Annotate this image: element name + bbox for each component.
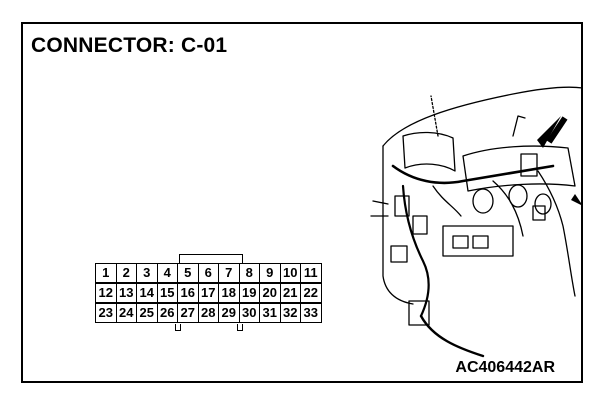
harness-branch-2 (492, 180, 524, 237)
connector-top-tab (179, 254, 243, 263)
connector-pin: 11 (300, 263, 322, 283)
connector-c01-location (520, 153, 538, 177)
wiring-harness-illustration (370, 86, 583, 358)
harness-main (391, 164, 555, 185)
connector-pin: 8 (238, 263, 260, 283)
connector-pin: 30 (238, 303, 260, 323)
connector-pin: 5 (177, 263, 199, 283)
connector-pin: 4 (156, 263, 178, 283)
gauge-left (472, 188, 494, 214)
connector-pin: 10 (279, 263, 301, 283)
connector-pin: 1 (95, 263, 117, 283)
connector-pin: 9 (259, 263, 281, 283)
connector-pin: 32 (279, 303, 301, 323)
connector-pin: 31 (259, 303, 281, 323)
dash-vent (402, 131, 456, 172)
harness-branch-1 (432, 185, 462, 217)
arrow-icon (537, 116, 561, 148)
connector-pin: 27 (177, 303, 199, 323)
arrow-shaft (546, 116, 568, 144)
connector-pin: 2 (115, 263, 137, 283)
connector-bottom-tab-right (237, 324, 243, 331)
connector-bottom-tab-left (175, 324, 181, 331)
dash-panel (462, 145, 576, 192)
connector-pin: 3 (136, 263, 158, 283)
connector-pin: 16 (177, 283, 199, 303)
connector-block-5 (532, 205, 546, 221)
connector-pin: 19 (238, 283, 260, 303)
figure-code: AC406442AR (455, 359, 555, 376)
connector-pin: 13 (115, 283, 137, 303)
connector-pin: 21 (279, 283, 301, 303)
lower-panel (442, 225, 514, 257)
dash-outline-top (382, 86, 583, 147)
connector-title: CONNECTOR: C-01 (31, 34, 228, 57)
connector-pin: 15 (156, 283, 178, 303)
connector-pin: 23 (95, 303, 117, 323)
connector-pin: 26 (156, 303, 178, 323)
harness-wire-top (430, 95, 439, 137)
connector-pin: 33 (300, 303, 322, 323)
harness-floor (419, 314, 485, 358)
connector-block-4 (408, 300, 430, 326)
gauge-mid (508, 184, 528, 208)
connector-pin: 22 (300, 283, 322, 303)
harness-antenna (512, 115, 526, 137)
connector-pin: 17 (197, 283, 219, 303)
connector-pin: 14 (136, 283, 158, 303)
connector-pin: 25 (136, 303, 158, 323)
connector-pin: 29 (218, 303, 240, 323)
connector-pin: 20 (259, 283, 281, 303)
connector-pin: 24 (115, 303, 137, 323)
connector-pin: 28 (197, 303, 219, 323)
dash-outline-left (382, 145, 414, 305)
harness-leads-left (370, 200, 389, 217)
connector-pin: 6 (197, 263, 219, 283)
connector-pin: 12 (95, 283, 117, 303)
connector-block-1 (394, 195, 410, 217)
connector-block-2 (412, 215, 428, 235)
gauge-right (534, 193, 552, 215)
connector-block-3 (390, 245, 408, 263)
connector-pin: 18 (218, 283, 240, 303)
arrow-icon-secondary (571, 194, 583, 206)
harness-branch-right (537, 170, 576, 297)
connector-pin: 7 (218, 263, 240, 283)
switch-blocks (452, 235, 489, 249)
